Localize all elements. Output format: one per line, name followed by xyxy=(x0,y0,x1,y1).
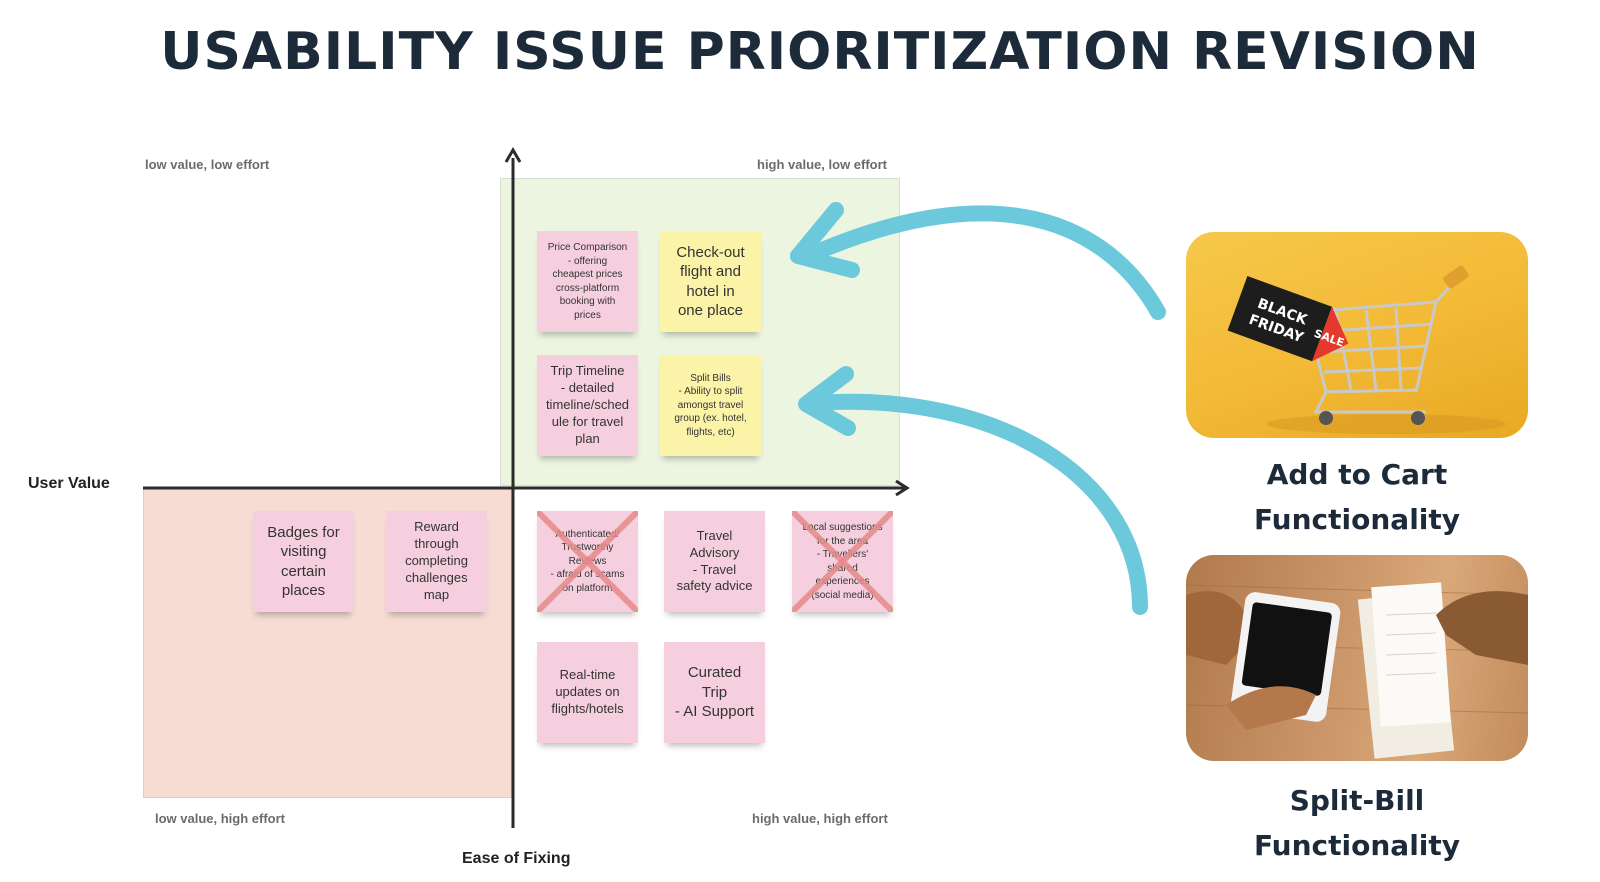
sticky-note-checkout: Check-out flight and hotel in one place xyxy=(660,231,761,332)
quadrant-label-high-value-high-effort: high value, high effort xyxy=(752,811,888,826)
sticky-note-authenticated-reviews: Authenticated/ Trustworthy Reviews - afr… xyxy=(537,511,638,612)
shopping-cart-icon: BLACK FRIDAY SALE xyxy=(1227,265,1506,434)
page-title: USABILITY ISSUE PRIORITIZATION REVISION xyxy=(160,22,1480,82)
sticky-note-split-bills: Split Bills - Ability to split amongst t… xyxy=(660,355,761,456)
x-axis-label: Ease of Fixing xyxy=(462,850,571,867)
quadrant-label-low-value-high-effort: low value, high effort xyxy=(155,811,286,826)
bill-feature-caption: Split-Bill Functionality xyxy=(1253,784,1461,862)
cross-out-mark xyxy=(537,511,638,612)
y-axis-label: User Value xyxy=(28,475,110,492)
split-bill-photo xyxy=(1186,555,1528,761)
quadrant-label-low-value-low-effort: low value, low effort xyxy=(145,157,270,172)
sticky-note-badges: Badges for visiting certain places xyxy=(253,511,354,612)
sticky-note-local-suggestions: Local suggestions for the area - Travell… xyxy=(792,511,893,612)
sticky-note-trip-timeline: Trip Timeline - detailed timeline/sched … xyxy=(537,355,638,456)
shopping-cart-photo: BLACK FRIDAY SALE xyxy=(1186,232,1528,438)
sticky-note-reward: Reward through completing challenges map xyxy=(386,511,487,612)
sticky-note-realtime-updates: Real-time updates on flights/hotels xyxy=(537,642,638,743)
phone-and-receipt-icon xyxy=(1186,582,1528,759)
sticky-note-price-comparison: Price Comparison - offering cheapest pri… xyxy=(537,231,638,332)
sticky-note-travel-advisory: Travel Advisory - Travel safety advice xyxy=(664,511,765,612)
vertical-axis-arrowhead xyxy=(504,147,522,163)
sticky-note-curated-trip: Curated Trip - AI Support xyxy=(664,642,765,743)
cart-feature-caption: Add to Cart Functionality xyxy=(1253,458,1461,536)
cross-out-mark xyxy=(792,511,893,612)
quadrant-label-high-value-low-effort: high value, low effort xyxy=(757,157,888,172)
